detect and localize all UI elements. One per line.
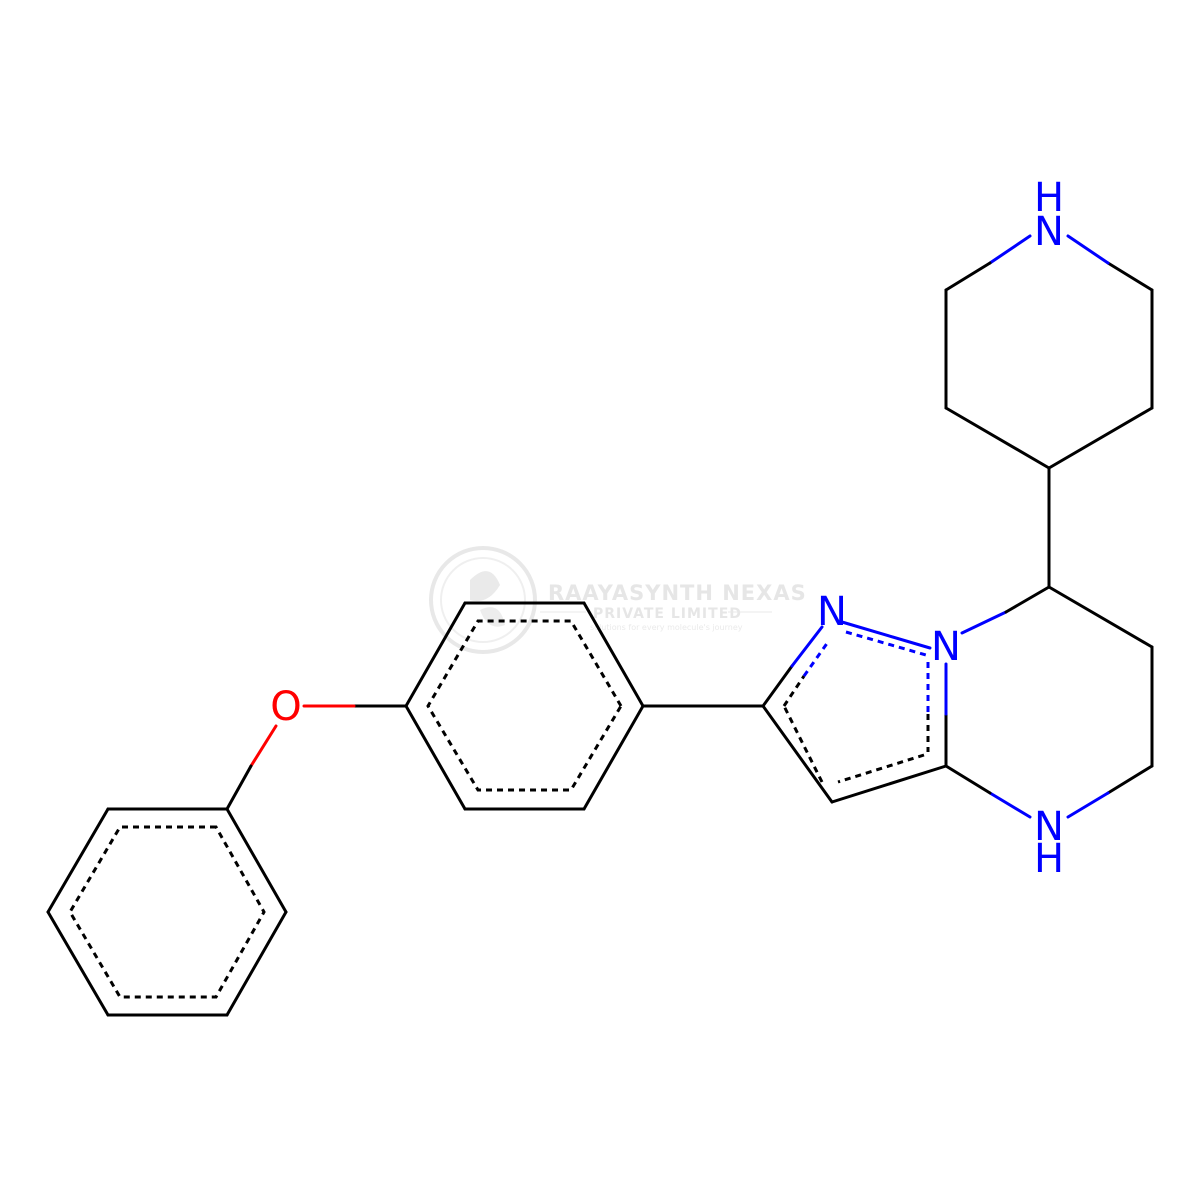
watermark-title: RAAYASYNTH NEXAS [548, 581, 807, 605]
watermark-subtitle: PRIVATE LIMITED [593, 606, 742, 622]
watermark: RAAYASYNTH NEXAS PRIVATE LIMITED solutio… [429, 546, 807, 654]
watermark-logo-icon [429, 546, 537, 654]
piperidine-ring [944, 234, 1154, 470]
atom-n-bridgehead: N [931, 624, 961, 670]
ether-linkage [225, 704, 408, 811]
phenylene-ring [404, 601, 645, 811]
tetrahydropyrimidine-ring [944, 585, 1154, 819]
atom-n-amine: N [1034, 804, 1064, 850]
phenyl-ring [46, 807, 288, 1017]
atom-h-amine: H [1034, 836, 1064, 882]
atom-h-piperidine: H [1034, 175, 1064, 221]
pyrazole-ring [761, 620, 948, 804]
watermark-tagline: solutions for every molecule's journey [590, 623, 743, 632]
atom-o-ether: O [270, 684, 301, 730]
atom-n-pyrazole: N [817, 589, 847, 635]
atom-n-piperidine: N [1034, 209, 1064, 255]
